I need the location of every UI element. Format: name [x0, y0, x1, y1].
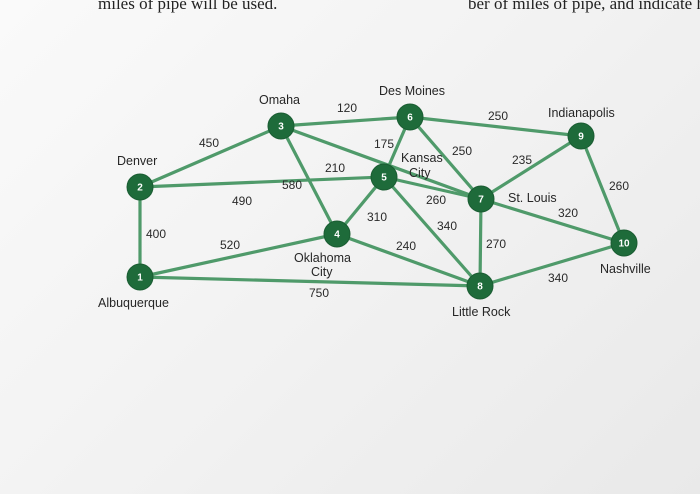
node-circle-2 [126, 173, 154, 201]
edge-6-7 [408, 115, 483, 201]
node-circle-6 [396, 103, 424, 131]
edge-weight-6-7: 250 [452, 144, 472, 158]
question-text-right: ber of miles of pipe, and indicate how [468, 0, 700, 13]
node-1: 1 [126, 263, 154, 291]
city-labels-layer: Albuquerque Denver Omaha Oklahoma City K… [98, 84, 651, 319]
edge-6-9 [408, 115, 583, 138]
node-number-2: 2 [137, 183, 143, 194]
edge-weight-9-10: 260 [609, 179, 629, 193]
node-circle-1 [126, 263, 154, 291]
edge-weight-8-10: 340 [548, 271, 568, 285]
edge-7-8 [478, 197, 483, 288]
node-number-1: 1 [137, 273, 143, 284]
node-circle-5 [370, 163, 398, 191]
edge-weight-1-4: 520 [220, 238, 240, 252]
node-5: 5 [370, 163, 398, 191]
node-number-5: 5 [381, 173, 387, 184]
node-4: 4 [323, 220, 351, 248]
city-label-nashville: Nashville [600, 262, 651, 276]
node-10: 10 [610, 229, 638, 257]
edge-5-8 [382, 175, 482, 288]
node-number-3: 3 [278, 122, 284, 133]
nodes-layer: 1 2 3 4 5 6 7 8 9 10 [126, 103, 638, 300]
node-number-10: 10 [618, 239, 630, 250]
city-label-omaha: Omaha [259, 93, 300, 107]
edge-weight-5-4: 310 [367, 210, 387, 224]
edge-weight-1-2: 400 [146, 227, 166, 241]
edge-3-4 [279, 124, 339, 236]
edge-5-7 [382, 175, 483, 201]
edge-4-8 [335, 232, 482, 288]
node-number-7: 7 [478, 195, 484, 206]
edge-7-10 [479, 197, 626, 245]
node-number-4: 4 [334, 230, 340, 241]
city-label-albuquerque: Albuquerque [98, 296, 169, 310]
edge-weight-7-10: 320 [558, 206, 578, 220]
question-text-left: miles of pipe will be used. [98, 0, 278, 13]
edge-weight-3-6: 120 [337, 101, 357, 115]
city-label-st-louis: St. Louis [508, 191, 557, 205]
city-label-little-rock: Little Rock [452, 305, 511, 319]
node-2: 2 [126, 173, 154, 201]
edge-weight-7-9: 235 [512, 153, 532, 167]
node-circle-10 [610, 229, 638, 257]
edge-2-3 [138, 124, 283, 189]
edge-weights-layer: 4005207504504901205802101753102502502602… [146, 101, 629, 300]
node-number-6: 6 [407, 113, 413, 124]
edge-weight-3-7: 210 [325, 161, 345, 175]
edge-weight-5-7: 260 [426, 193, 446, 207]
edge-weight-6-9: 250 [488, 109, 508, 123]
node-circle-4 [323, 220, 351, 248]
edge-2-5 [138, 175, 386, 189]
node-circle-8 [466, 272, 494, 300]
city-label-kansas-line2: City [409, 166, 431, 180]
edge-3-6 [279, 115, 412, 128]
edge-9-10 [579, 134, 626, 245]
node-9: 9 [567, 122, 595, 150]
edge-1-4 [138, 232, 339, 279]
edge-weight-7-8: 270 [486, 237, 506, 251]
edge-weight-2-5: 490 [232, 194, 252, 208]
node-8: 8 [466, 272, 494, 300]
city-label-oklahoma-line2: City [311, 265, 333, 279]
edge-weight-3-4: 580 [282, 178, 302, 192]
edge-weight-4-8: 240 [396, 239, 416, 253]
edge-1-8 [138, 275, 482, 288]
edge-weight-1-8: 750 [309, 286, 329, 300]
edge-weight-2-3: 450 [199, 136, 219, 150]
node-number-9: 9 [578, 132, 584, 143]
node-7: 7 [467, 185, 495, 213]
city-label-denver: Denver [117, 154, 157, 168]
edge-weight-5-8: 340 [437, 219, 457, 233]
city-label-des-moines: Des Moines [379, 84, 445, 98]
node-number-8: 8 [477, 282, 483, 293]
node-6: 6 [396, 103, 424, 131]
edge-7-9 [479, 134, 583, 201]
city-label-kansas-line1: Kansas [401, 151, 443, 165]
edge-3-7 [279, 124, 483, 201]
node-3: 3 [267, 112, 295, 140]
node-circle-9 [567, 122, 595, 150]
edge-weight-5-6: 175 [374, 137, 394, 151]
node-circle-3 [267, 112, 295, 140]
edge-8-10 [478, 241, 626, 288]
city-label-oklahoma-line1: Oklahoma [294, 251, 351, 265]
node-circle-7 [467, 185, 495, 213]
city-label-indianapolis: Indianapolis [548, 106, 615, 120]
